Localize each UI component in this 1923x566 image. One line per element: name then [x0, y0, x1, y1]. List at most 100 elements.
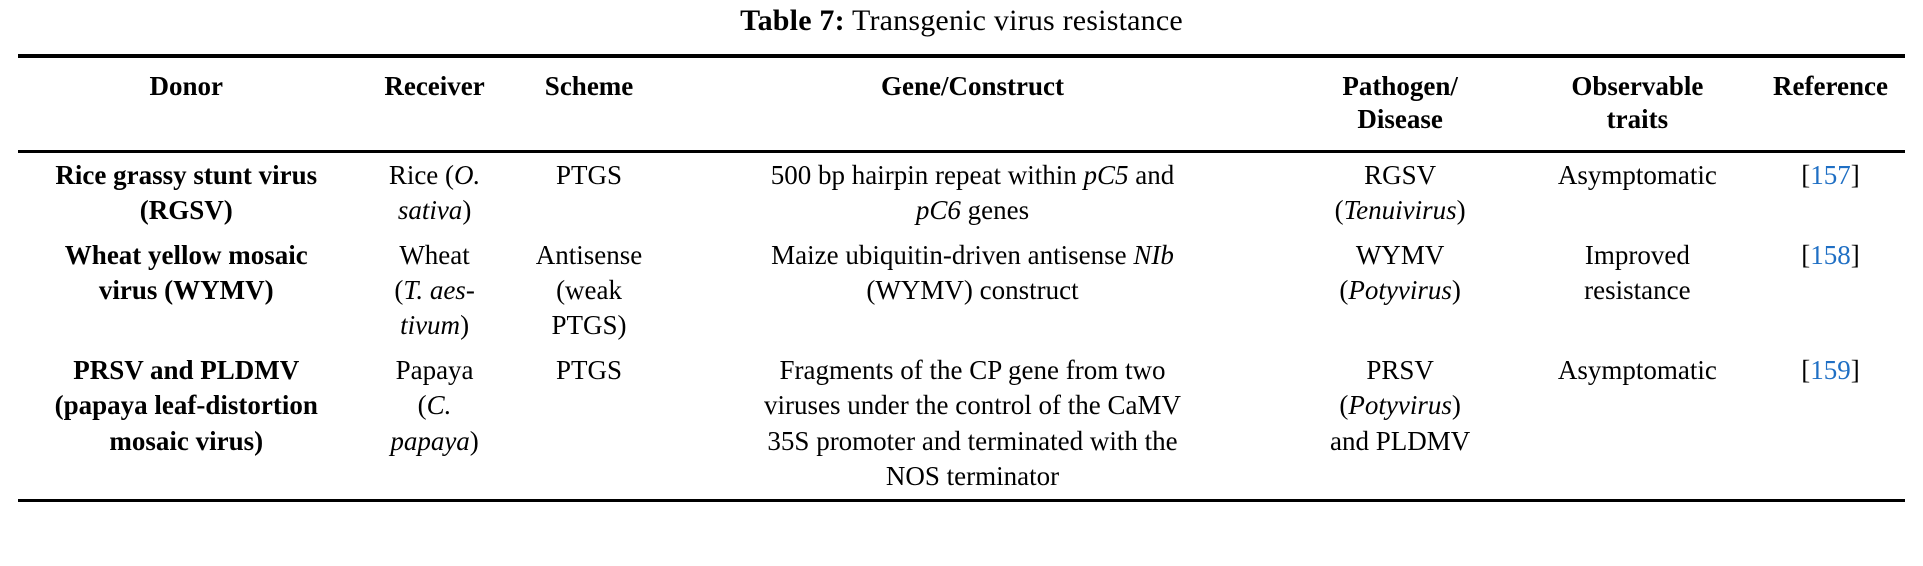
cell-line: PTGS: [556, 159, 623, 190]
column-header-line: Reference: [1773, 71, 1888, 101]
cell-scheme: PTGS: [515, 348, 664, 500]
cell-line: RGSV: [1287, 158, 1512, 193]
text-fragment: ): [1456, 194, 1466, 225]
cell-line: PRSV: [1287, 353, 1512, 388]
cell-line: Asymptomatic: [1557, 159, 1717, 190]
text-fragment: WYMV: [1355, 240, 1445, 271]
cell-pathogen-disease: PRSV(Potyvirus)and PLDMV: [1281, 348, 1518, 500]
column-header-receiver: Receiver: [355, 56, 515, 151]
cell-line: WYMV: [1287, 238, 1512, 273]
text-fragment: (: [394, 275, 404, 306]
reference-citation[interactable]: [158]: [1762, 238, 1899, 273]
caption-label: Table 7:: [740, 4, 845, 37]
cell-line: Rice (O.: [361, 158, 509, 193]
reference-citation[interactable]: [157]: [1762, 158, 1899, 193]
cell-line: mosaic virus): [109, 425, 264, 456]
cell-line: Wheat: [361, 238, 509, 273]
cell-reference: [157]: [1756, 151, 1905, 233]
italic-term: Tenuivirus: [1343, 194, 1457, 225]
column-header-reference: Reference: [1756, 56, 1905, 151]
table-row: Rice grassy stunt virus(RGSV)Rice (O.sat…: [18, 151, 1905, 233]
cell-line: Maize ubiquitin-driven antisense NIb: [670, 238, 1276, 273]
caption-text: Transgenic virus resistance: [851, 4, 1183, 37]
text-fragment: genes: [960, 194, 1030, 225]
text-fragment: Papaya: [395, 355, 474, 386]
text-fragment: ): [462, 194, 472, 225]
italic-term: papaya: [390, 425, 470, 456]
bracket-close: ]: [1850, 159, 1860, 190]
cell-pathogen-disease: WYMV(Potyvirus): [1281, 233, 1518, 348]
bracket-close: ]: [1850, 240, 1860, 271]
column-header-line: Observable: [1571, 71, 1704, 101]
bracket-open: [: [1801, 355, 1811, 386]
cell-line: resistance: [1584, 275, 1691, 306]
column-header-line: Disease: [1357, 103, 1443, 134]
cell-donor: Rice grassy stunt virus(RGSV): [18, 151, 355, 233]
bracket-open: [: [1801, 159, 1811, 190]
bracket-close: ]: [1850, 355, 1860, 386]
text-fragment: Rice (: [388, 159, 455, 190]
cell-line: (WYMV) construct: [670, 273, 1276, 308]
italic-term: O.: [454, 159, 481, 190]
cell-line: (weak: [556, 275, 623, 306]
text-fragment: RGSV: [1364, 159, 1437, 190]
text-fragment: ): [1451, 275, 1461, 306]
italic-term: pC6: [915, 194, 961, 225]
column-header-line: traits: [1606, 103, 1669, 134]
text-fragment: PRSV: [1366, 355, 1434, 386]
cell-line: (C.: [361, 388, 509, 423]
table-caption: Table 7: Transgenic virus resistance: [18, 0, 1905, 54]
cell-line: NOS terminator: [670, 459, 1276, 494]
column-header-donor: Donor: [18, 56, 355, 151]
text-fragment: NOS terminator: [885, 460, 1060, 491]
cell-line: (Tenuivirus): [1287, 193, 1512, 228]
text-fragment: and: [1128, 159, 1175, 190]
cell-line: (Potyvirus): [1287, 273, 1512, 308]
column-header-line: Gene/Construct: [881, 71, 1064, 101]
italic-term: T. aes-: [403, 275, 475, 306]
column-header-line: Donor: [149, 71, 224, 101]
table-body: Rice grassy stunt virus(RGSV)Rice (O.sat…: [18, 151, 1905, 501]
text-fragment: Fragments of the CP gene from two: [779, 355, 1166, 386]
text-fragment: ): [469, 425, 479, 456]
cell-observable-traits: Asymptomatic: [1519, 348, 1756, 500]
italic-term: NIb: [1133, 240, 1174, 271]
column-header-line: Receiver: [384, 71, 485, 101]
text-fragment: ): [460, 310, 470, 341]
cell-line: Papaya: [361, 353, 509, 388]
cell-reference: [158]: [1756, 233, 1905, 348]
cell-line: 500 bp hairpin repeat within pC5 and: [670, 158, 1276, 193]
cell-line: (RGSV): [139, 194, 233, 225]
text-fragment: (WYMV) construct: [866, 275, 1079, 306]
cell-receiver: Papaya(C.papaya): [355, 348, 515, 500]
cell-observable-traits: Asymptomatic: [1519, 151, 1756, 233]
bracket-open: [: [1801, 240, 1811, 271]
cell-line: papaya): [361, 424, 509, 459]
reference-link[interactable]: 159: [1810, 355, 1851, 386]
reference-link[interactable]: 158: [1810, 240, 1851, 271]
cell-line: viruses under the control of the CaMV: [670, 388, 1276, 423]
text-fragment: 35S promoter and terminated with the: [767, 425, 1178, 456]
cell-gene-construct: Maize ubiquitin-driven antisense NIb(WYM…: [664, 233, 1282, 348]
reference-citation[interactable]: [159]: [1762, 353, 1899, 388]
cell-gene-construct: Fragments of the CP gene from two viruses…: [664, 348, 1282, 500]
text-fragment: viruses under the control of the CaMV: [764, 390, 1181, 421]
text-fragment: and PLDMV: [1329, 425, 1471, 456]
reference-link[interactable]: 157: [1810, 159, 1851, 190]
cell-line: tivum): [361, 308, 509, 343]
cell-line: Improved: [1584, 240, 1690, 271]
cell-line: virus (WYMV): [98, 275, 274, 306]
text-fragment: 500 bp hairpin repeat within: [770, 159, 1084, 190]
cell-line: (T. aes-: [361, 273, 509, 308]
cell-line: and PLDMV: [1287, 424, 1512, 459]
text-fragment: (: [1339, 275, 1349, 306]
